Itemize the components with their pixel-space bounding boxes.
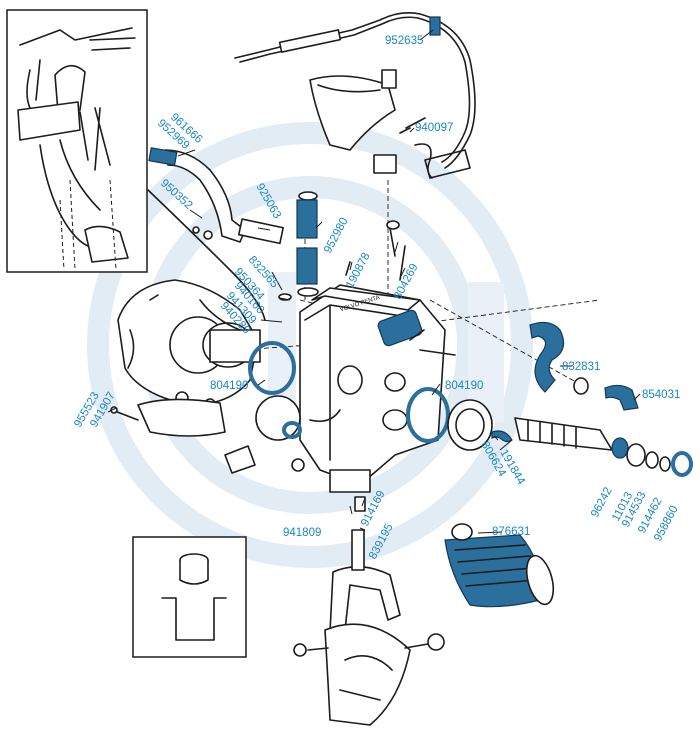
label-941809: 941809: [283, 527, 321, 539]
label-876631: 876631: [492, 526, 530, 538]
flywheel-housing: [117, 279, 296, 410]
intermediate-housing: [291, 284, 456, 493]
water-hose-part: [148, 147, 284, 245]
tube-parts: [278, 191, 406, 301]
label-832831: 832831: [562, 361, 600, 373]
steering-yoke: [293, 496, 445, 726]
inset-clamp-box: [132, 536, 247, 658]
control-bracket: [309, 69, 433, 179]
label-952635: 952635: [385, 35, 423, 47]
label-804190-left: 804190: [210, 380, 248, 392]
label-190878: 190878: [344, 251, 373, 291]
bellows: [444, 523, 555, 608]
watermark-logo: [87, 122, 533, 568]
label-952980: 952980: [322, 216, 351, 256]
propeller-shaft-assembly: [447, 399, 693, 477]
leader-lines: [107, 29, 641, 534]
exhaust-hoses: [529, 321, 639, 411]
inset-detail-box: [6, 9, 148, 273]
seal-ring-right: [406, 387, 450, 443]
label-804190-right: 804190: [445, 380, 483, 392]
label-940097: 940097: [415, 122, 453, 134]
label-804269: 804269: [392, 262, 421, 302]
label-854031: 854031: [642, 389, 680, 401]
